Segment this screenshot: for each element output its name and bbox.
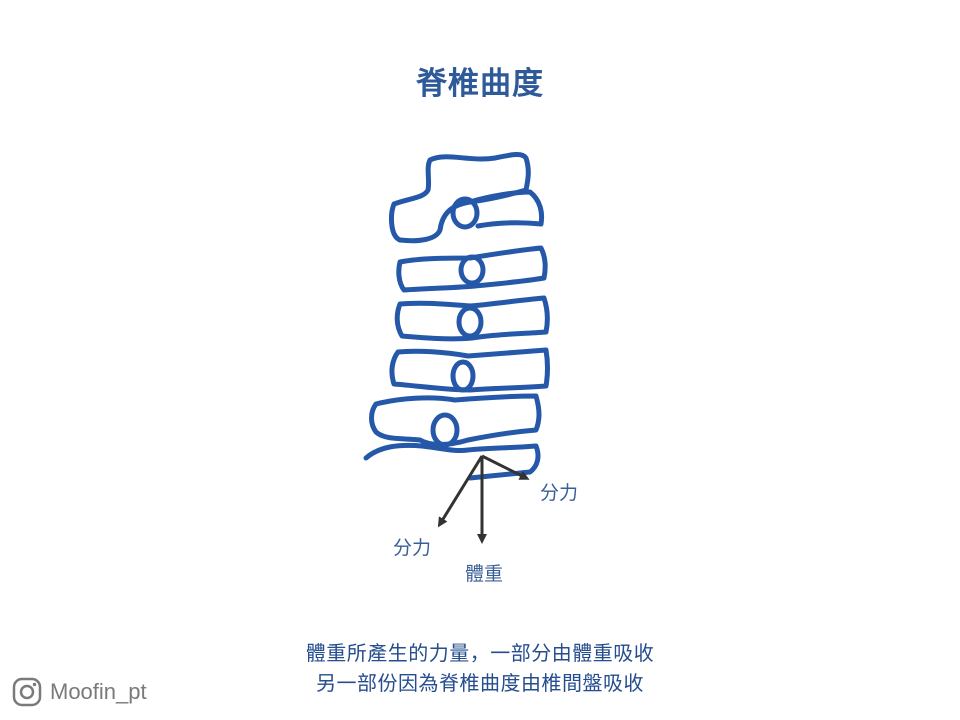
force-arrows xyxy=(437,454,530,544)
watermark-handle: Moofin_pt xyxy=(50,679,147,704)
vertebra-1-body xyxy=(467,189,545,229)
label-body-weight: 體重 xyxy=(465,563,504,585)
disc-2 xyxy=(458,254,486,286)
arrow-shear-right xyxy=(481,454,530,480)
diagram-title: 脊椎曲度 xyxy=(416,66,544,102)
vertebra-4 xyxy=(389,347,550,393)
disc-1 xyxy=(450,196,480,230)
sacrum-top xyxy=(363,442,541,481)
disc-4 xyxy=(450,359,476,393)
lumbar-vertebrae xyxy=(363,152,550,481)
watermark: Moofin_pt xyxy=(12,676,147,708)
vertebra-5 xyxy=(369,393,542,447)
arrow-shear-left xyxy=(437,455,484,528)
disc-5 xyxy=(430,412,460,448)
vertebra-3 xyxy=(394,295,550,342)
caption-line-2: 另一部份因為脊椎曲度由椎間盤吸收 xyxy=(316,671,644,695)
label-shear-force-right: 分力 xyxy=(540,482,579,504)
instagram-icon xyxy=(12,677,42,707)
caption-line-1: 體重所產生的力量，一部分由體重吸收 xyxy=(305,641,655,665)
label-shear-force-left: 分力 xyxy=(393,537,432,559)
disc-3 xyxy=(456,305,484,339)
vertebra-1 xyxy=(389,152,531,244)
